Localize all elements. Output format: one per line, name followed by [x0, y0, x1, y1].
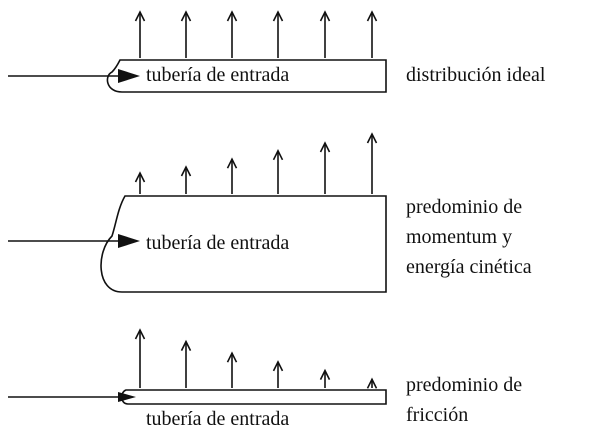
outlet-arrow	[226, 351, 238, 388]
outlet-arrowhead	[226, 10, 238, 22]
outlet-arrow	[134, 171, 146, 194]
outlet-arrowhead	[226, 351, 238, 363]
caption-line: predominio de	[406, 374, 523, 396]
pipe-body	[120, 389, 387, 405]
outlet-arrowhead	[272, 10, 284, 22]
outlet-arrow	[226, 157, 238, 194]
outlet-arrow	[180, 10, 192, 58]
pipe-label-momentum: tubería de entrada	[146, 232, 290, 254]
pipe-label-ideal: tubería de entrada	[146, 64, 290, 86]
caption-friction: predominio de fricción	[406, 370, 522, 430]
outlet-arrowhead	[366, 377, 378, 389]
pipe-body	[100, 195, 387, 293]
outlet-arrow	[272, 10, 284, 58]
outlet-arrowhead	[319, 141, 331, 153]
outlet-arrow	[319, 368, 331, 388]
outlet-arrowhead	[319, 10, 331, 22]
outlet-arrow	[366, 10, 378, 58]
caption-line: momentum y	[406, 226, 513, 248]
outlet-arrowhead	[180, 165, 192, 177]
caption-line: distribución ideal	[406, 64, 546, 86]
outlet-arrows	[134, 132, 378, 194]
inlet-arrowhead	[118, 392, 136, 402]
diagram-friction	[8, 328, 387, 405]
outlet-arrow	[180, 339, 192, 388]
outlet-arrowhead	[366, 10, 378, 22]
outlet-arrow	[226, 10, 238, 58]
caption-line: predominio de	[406, 196, 523, 218]
outlet-arrows	[134, 328, 378, 389]
outlet-arrowhead	[134, 328, 146, 340]
pipe-label-friction: tubería de entrada	[146, 408, 290, 430]
outlet-arrow	[134, 10, 146, 58]
inlet-arrowhead	[118, 69, 140, 83]
outlet-arrowhead	[272, 149, 284, 161]
inlet-arrowhead	[118, 234, 140, 248]
outlet-arrowhead	[180, 10, 192, 22]
outlet-arrow	[319, 141, 331, 194]
outlet-arrow	[366, 377, 378, 389]
caption-line: energía cinética	[406, 256, 532, 278]
outlet-arrowhead	[319, 368, 331, 380]
outlet-arrowhead	[366, 132, 378, 144]
outlet-arrowhead	[180, 339, 192, 351]
caption-ideal: distribución ideal	[406, 63, 545, 87]
outlet-arrow	[366, 132, 378, 194]
outlet-arrow	[134, 328, 146, 388]
diagram-ideal	[8, 10, 387, 93]
outlet-arrowhead	[226, 157, 238, 169]
outlet-arrowhead	[272, 360, 284, 372]
outlet-arrow	[180, 165, 192, 194]
pipe-body	[106, 59, 387, 93]
outlet-arrow	[319, 10, 331, 58]
caption-line: fricción	[406, 404, 469, 426]
diagram-momentum	[8, 132, 387, 293]
outlet-arrowhead	[134, 171, 146, 183]
outlet-arrow	[272, 360, 284, 388]
outlet-arrows	[134, 10, 378, 58]
outlet-arrow	[272, 149, 284, 194]
outlet-arrowhead	[134, 10, 146, 22]
caption-momentum: predominio de momentum y energía cinétic…	[406, 192, 532, 282]
